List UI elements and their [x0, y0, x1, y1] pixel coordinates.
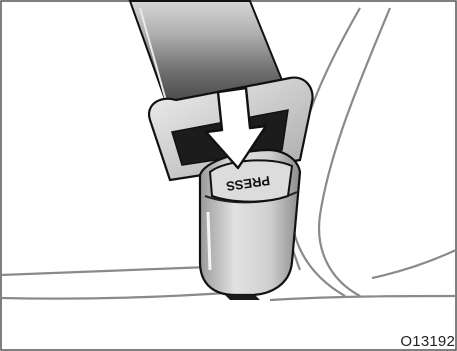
seat-belt-buckle — [200, 150, 300, 300]
figure-code: O13192 — [400, 333, 455, 350]
